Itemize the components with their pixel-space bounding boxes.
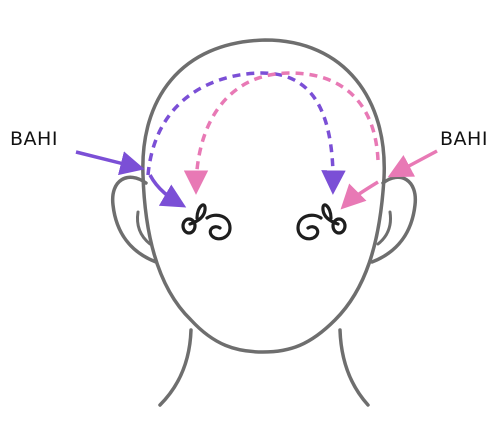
pink-dashed-arc	[196, 73, 378, 190]
left-ear	[113, 177, 156, 262]
left-bahi-label: BAHI	[10, 128, 58, 150]
right-cochlea-icon	[298, 205, 345, 239]
neck-right	[340, 330, 368, 405]
purple-arrow-to-left-cochlea	[150, 175, 182, 205]
right-bahi-label: BAHI	[440, 128, 488, 150]
left-purple-arrow	[76, 152, 140, 168]
left-cochlea-icon	[183, 205, 230, 239]
purple-dashed-arc	[148, 73, 333, 190]
pink-arrow-to-right-cochlea	[344, 182, 378, 206]
neck-left	[160, 330, 191, 405]
head-outline	[143, 40, 384, 352]
right-pink-arrow	[392, 151, 437, 175]
